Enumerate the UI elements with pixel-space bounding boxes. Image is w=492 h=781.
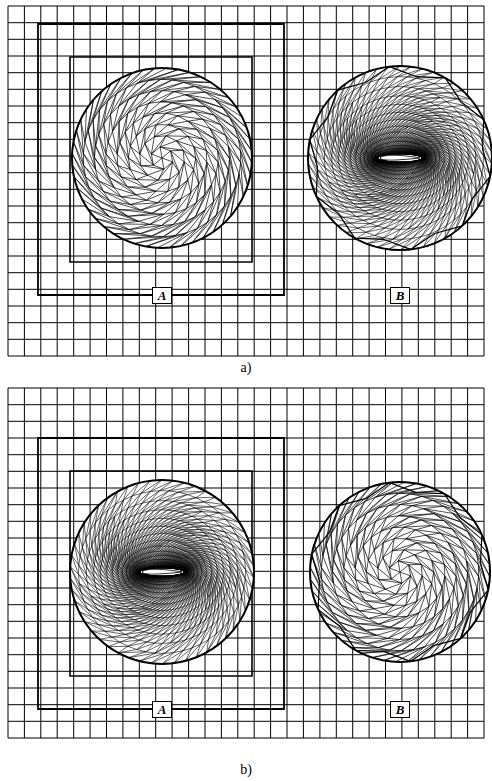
hole-cut-boundary — [312, 483, 488, 662]
grid-label-box: A — [152, 701, 172, 718]
triangular-mesh — [72, 68, 252, 248]
grid-label: A — [158, 703, 167, 716]
mesh-boundary — [308, 66, 492, 250]
mesh-boundary — [310, 482, 490, 662]
panel-caption: a) — [239, 360, 254, 376]
grid-label: B — [396, 289, 405, 302]
grid-label: B — [396, 703, 405, 716]
mesh-background — [310, 482, 490, 662]
component-grid-border — [38, 24, 284, 295]
component-grid-border — [38, 438, 284, 709]
airfoil-mesh — [308, 66, 492, 250]
airfoil-mesh — [70, 480, 254, 664]
grid-label-box: B — [390, 287, 410, 304]
airfoil — [142, 569, 182, 574]
mesh-boundary — [72, 68, 252, 248]
mesh-background — [72, 68, 252, 248]
grid-label-box: A — [152, 287, 172, 304]
hole-cut-boundary — [310, 67, 490, 250]
triangular-mesh — [310, 482, 490, 662]
mesh-boundary — [70, 480, 254, 664]
mesh-background — [70, 480, 254, 664]
grid-label: A — [158, 289, 167, 302]
panel-caption: b) — [238, 762, 254, 778]
mesh-background — [308, 66, 492, 250]
inner-grid-border — [70, 57, 252, 262]
airfoil — [380, 155, 420, 160]
grid-label-box: B — [390, 701, 410, 718]
